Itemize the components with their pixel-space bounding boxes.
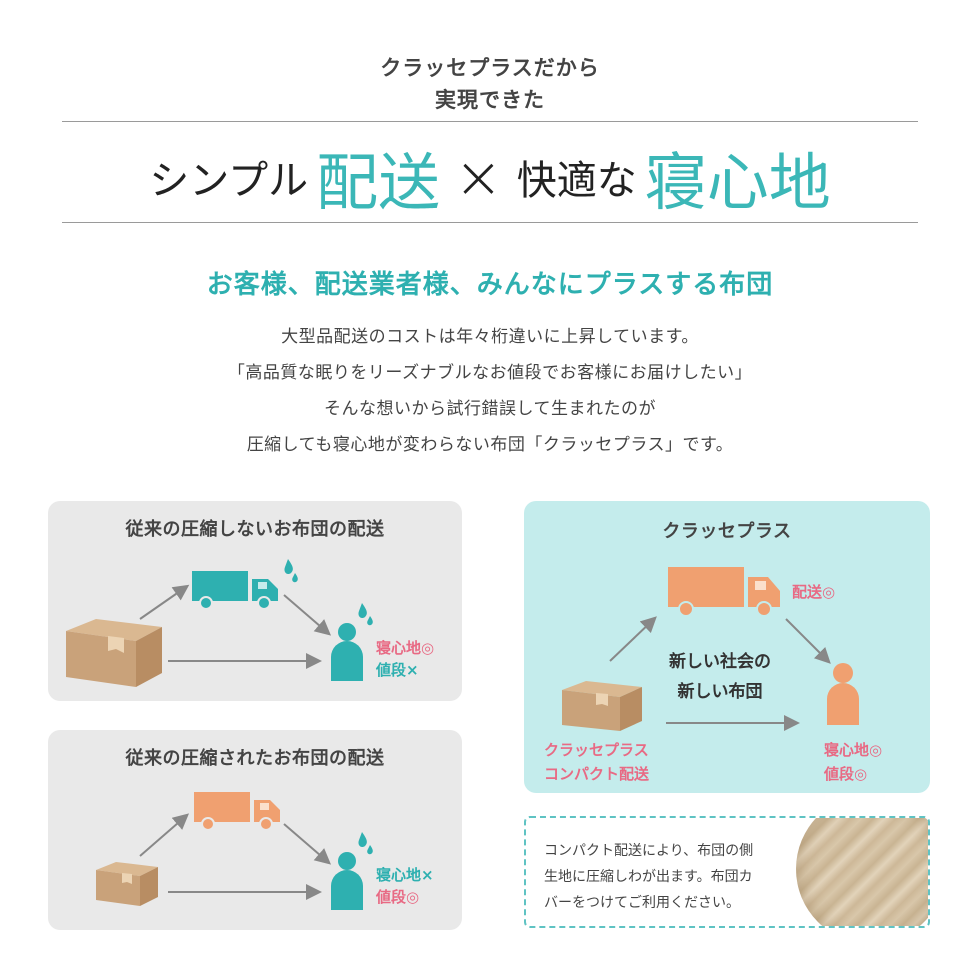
intro-line-1: クラッセプラスだから	[380, 56, 600, 80]
panel-classe-plus-title: クラッセプラス	[662, 521, 792, 542]
body-line: 圧縮しても寝心地が変わらない布団「クラッセプラス」です。	[246, 435, 734, 455]
notice-line-2: 生地に圧縮しわが出ます。布団カ	[544, 869, 753, 885]
divider-bottom	[62, 222, 918, 223]
box-icon	[66, 619, 162, 687]
person-icon	[827, 663, 859, 725]
headline-sleep-comfort: 寝心地	[644, 146, 831, 219]
panel-uncompressed-title: 従来の圧縮しないお布団の配送	[125, 519, 385, 540]
sweat-drop-icon	[358, 603, 373, 626]
subhead: お客様、配送業者様、みんなにプラスする布団	[206, 270, 774, 300]
headline: シンプル 配送 × 快適な 寝心地	[0, 134, 980, 220]
headline-comfortable: 快適な	[516, 158, 637, 204]
box-icon	[96, 862, 158, 906]
sleep-comfort-label: 寝心地×	[376, 866, 434, 884]
price-label: 値段◎	[824, 765, 868, 783]
headline-times: ×	[454, 143, 503, 211]
body-line: 「高品質な眠りをリーズナブルなお値段でお客様にお届けしたい」	[227, 363, 753, 383]
price-label: 値段◎	[376, 888, 420, 906]
headline-delivery: 配送	[316, 146, 441, 219]
price-label: 値段×	[376, 661, 419, 679]
arrow-icon	[139, 584, 332, 669]
center-caption-line-2: 新しい布団	[677, 682, 763, 702]
sleep-comfort-label: 寝心地◎	[376, 639, 435, 657]
panel-uncompressed: 従来の圧縮しないお布団の配送 寝心地◎ 値段×	[48, 501, 462, 701]
sweat-drop-icon	[358, 832, 373, 855]
notice-box: コンパクト配送により、布団の側 生地に圧縮しわが出ます。布団カ バーをつけてご利…	[524, 816, 930, 928]
notice-text: コンパクト配送により、布団の側 生地に圧縮しわが出ます。布団カ バーをつけてご利…	[544, 838, 806, 916]
divider-top	[62, 121, 918, 122]
panel-classe-plus: クラッセプラス 配送◎ 新しい社会の 新しい布団 クラッセプラス コンパクト配送…	[524, 501, 930, 793]
truck-icon	[192, 571, 278, 610]
truck-icon	[194, 792, 280, 831]
arrow-icon	[139, 813, 332, 900]
delivery-label: 配送◎	[792, 583, 836, 601]
box-icon	[562, 681, 642, 731]
fabric-swatch-image	[796, 818, 928, 926]
panel-compressed-title: 従来の圧縮されたお布団の配送	[125, 748, 385, 769]
box-label-line-2: コンパクト配送	[544, 765, 650, 783]
headline-simple: シンプル	[149, 158, 309, 204]
center-caption-line-1: 新しい社会の	[669, 652, 771, 672]
person-icon	[331, 852, 363, 910]
center-caption: 新しい社会の 新しい布団	[650, 647, 790, 707]
person-icon	[331, 623, 363, 681]
body-line: そんな想いから試行錯誤して生まれたのが	[324, 399, 656, 419]
box-label-line-1: クラッセプラス	[544, 741, 649, 759]
notice-line-3: バーをつけてご利用ください。	[544, 895, 740, 911]
sleep-comfort-label: 寝心地◎	[824, 741, 883, 759]
panel-compressed: 従来の圧縮されたお布団の配送 寝心地× 値段◎	[48, 730, 462, 930]
truck-icon	[668, 567, 780, 617]
notice-line-1: コンパクト配送により、布団の側	[544, 843, 754, 859]
intro-line-2: 実現できた	[435, 88, 545, 112]
sweat-drop-icon	[284, 559, 298, 583]
arrow-icon	[609, 616, 831, 731]
body-line: 大型品配送のコストは年々桁違いに上昇しています。	[281, 327, 699, 347]
